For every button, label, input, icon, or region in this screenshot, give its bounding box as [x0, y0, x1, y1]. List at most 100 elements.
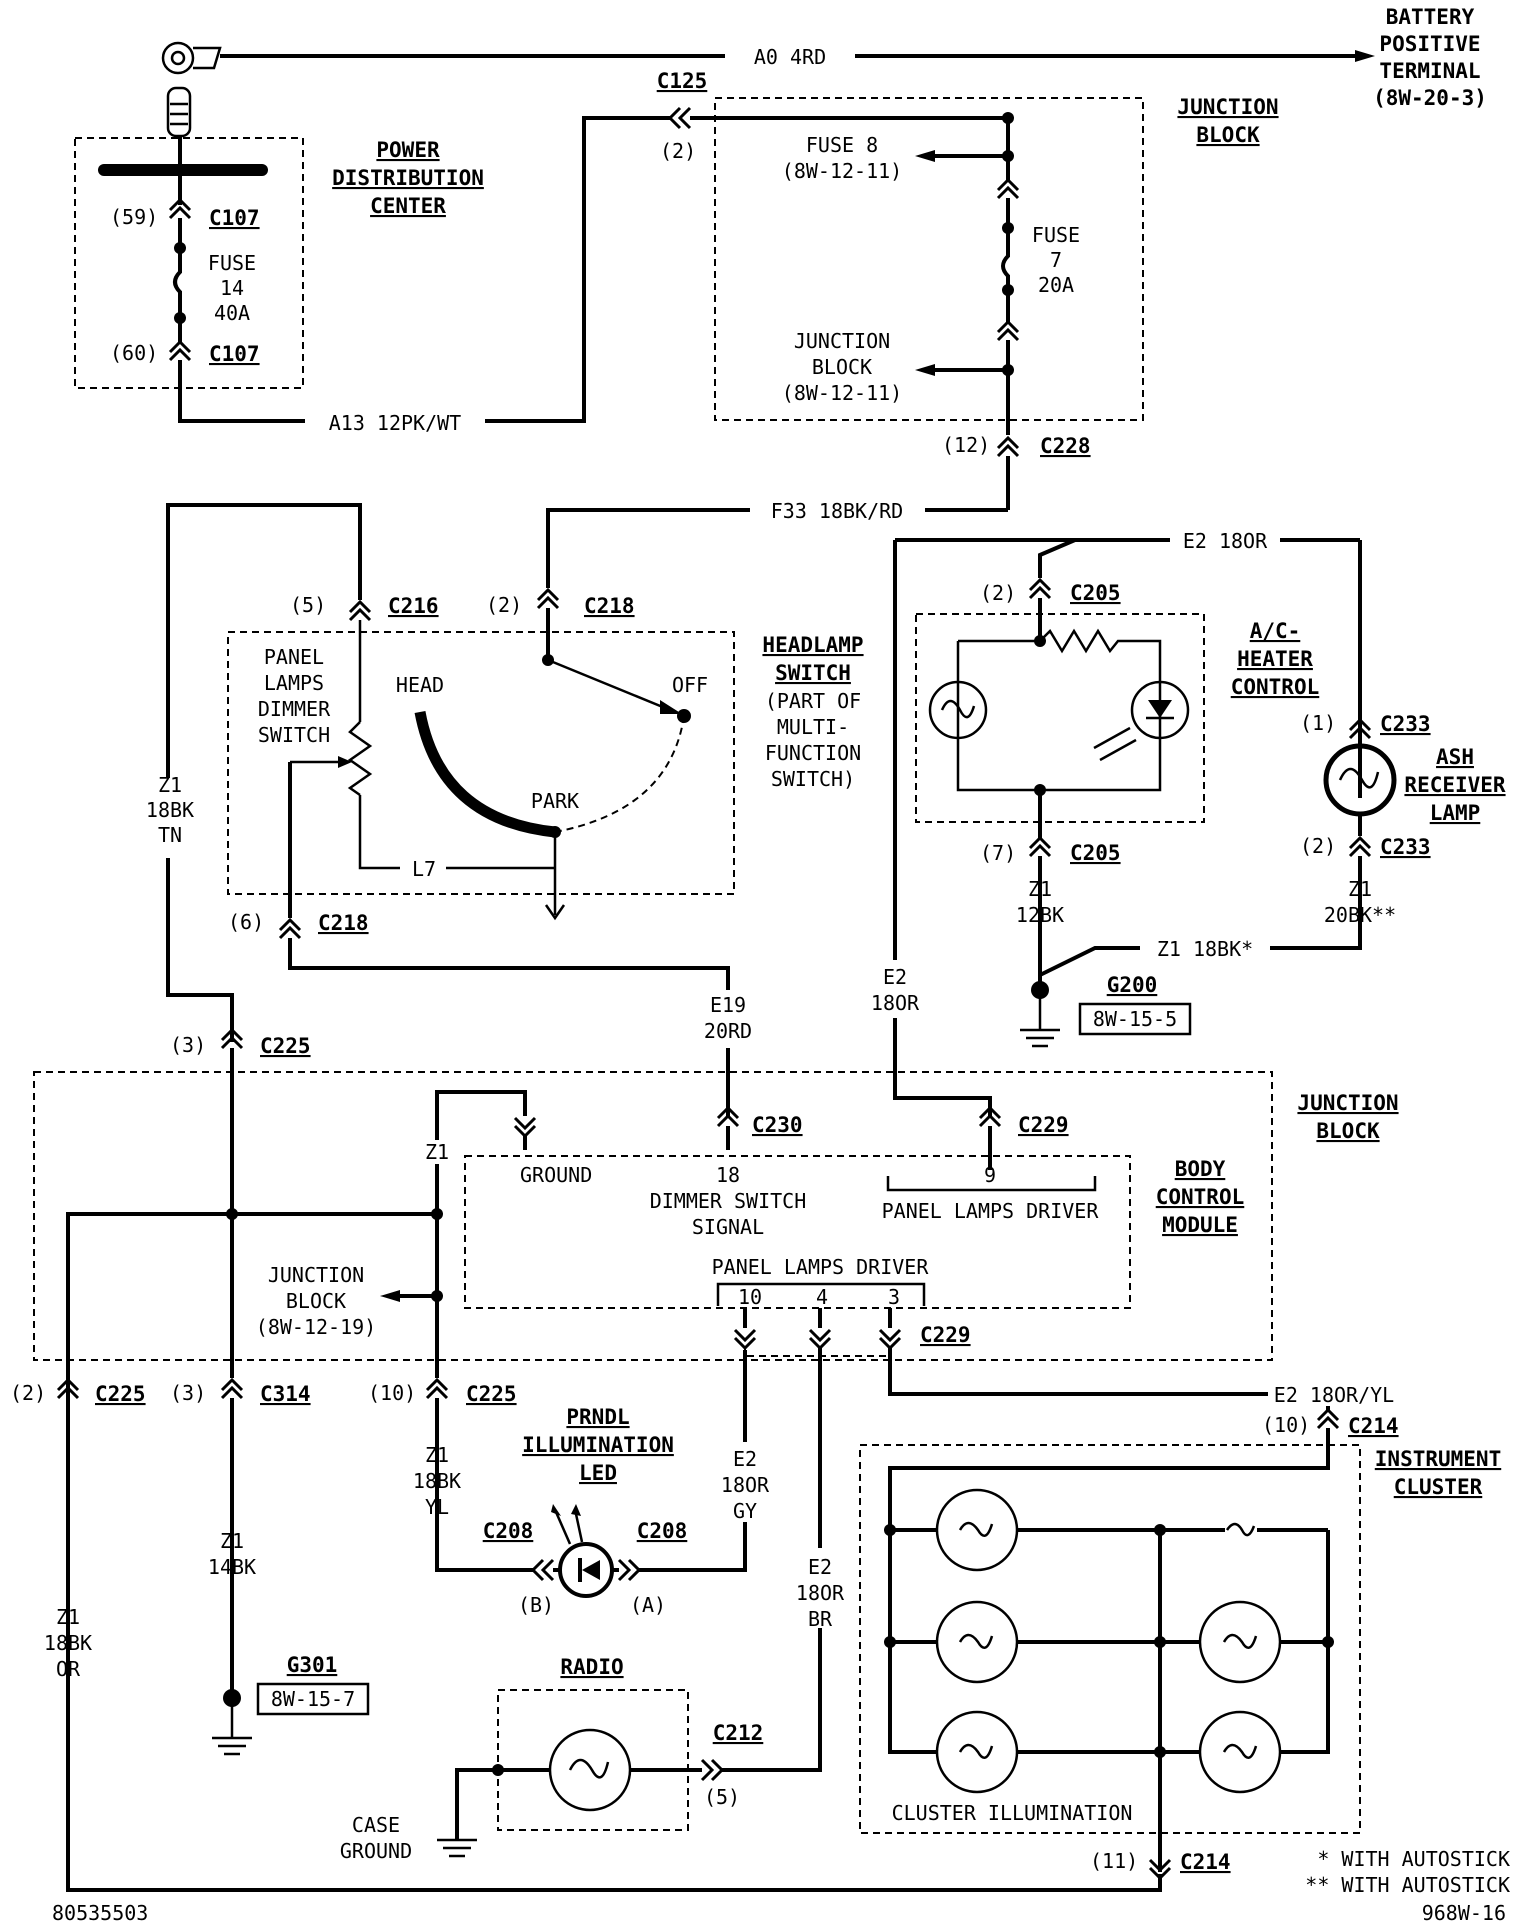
jb-top-ref-1: JUNCTION [794, 329, 890, 353]
pdc-title-1: POWER [376, 138, 440, 162]
c107-label-top: C107 [209, 206, 260, 230]
c233-pin-1: (1) [1300, 711, 1336, 735]
c205-pin-7: (7) [980, 841, 1016, 865]
battery-label-2: POSITIVE [1379, 32, 1480, 56]
wire-e2-br-3: BR [808, 1607, 833, 1631]
fuse7-rating: 20A [1038, 273, 1074, 297]
wire-z1-yl-2: 18BK [413, 1469, 461, 1493]
wire-e2-br-1: E2 [808, 1555, 832, 1579]
jb-bottom-title-1: JUNCTION [1297, 1091, 1398, 1115]
pdc-fuse-label: FUSE [208, 251, 256, 275]
cluster-title-1: INSTRUMENT [1375, 1447, 1501, 1471]
c218-label-top: C218 [584, 594, 635, 618]
c205-label-bottom: C205 [1070, 841, 1121, 865]
wire-e2-mid-2: 18OR [871, 991, 920, 1015]
c314-label: C314 [260, 1382, 311, 1406]
headlamp-switch-section: F33 18BK/RD (2) C218 HEAD OFF PARK (5) C… [140, 498, 1008, 1118]
wire-a0-label: A0 4RD [754, 45, 826, 69]
headlamp-sub-1: (PART OF [765, 689, 861, 713]
c225-label-right: C225 [466, 1382, 517, 1406]
c233-pin-2: (2) [1300, 834, 1336, 858]
bcm-dimmer-signal-2: SIGNAL [692, 1215, 764, 1239]
cluster-illumination-label: CLUSTER ILLUMINATION [892, 1801, 1133, 1825]
bcm-ground-label: GROUND [520, 1163, 592, 1187]
pdc-pin-59: (59) [110, 205, 158, 229]
c225-pin-10: (10) [368, 1381, 416, 1405]
wire-e19-2: 20RD [704, 1019, 752, 1043]
footer-right: 968W-16 [1422, 1901, 1506, 1922]
bcm-pin-10: 10 [738, 1285, 762, 1309]
c208-label-right: C208 [637, 1519, 688, 1543]
c216-pin: (5) [290, 593, 326, 617]
g200-ground: G200 8W-15-5 [1020, 973, 1192, 1048]
pdc-title-3: CENTER [370, 194, 446, 218]
c233-label-bottom: C233 [1380, 835, 1431, 859]
c216-label: C216 [388, 594, 439, 618]
c225-label-left: C225 [95, 1382, 146, 1406]
battery-label-1: BATTERY [1386, 5, 1475, 29]
c225-pin-2: (2) [10, 1381, 46, 1405]
bcm-panel-driver-2: PANEL LAMPS DRIVER [712, 1255, 930, 1279]
dimmer-label-3: DIMMER [258, 697, 331, 721]
headlamp-title-1: HEADLAMP [762, 633, 863, 657]
wire-z1-yl-1: Z1 [425, 1443, 449, 1467]
c218-pin-2: (2) [486, 593, 522, 617]
jb-top-title-2: BLOCK [1196, 123, 1260, 147]
junction-block-top: C125 (2) FUSE 8 (8W-12-11) FUSE 7 20A JU… [657, 69, 1279, 510]
battery-cable: A0 4RD BATTERY POSITIVE TERMINAL (8W-20-… [161, 5, 1487, 138]
wire-z1-label: Z1 [425, 1140, 449, 1164]
jb-bottom-ref-2: BLOCK [286, 1289, 346, 1313]
c205-label-top: C205 [1070, 581, 1121, 605]
lower-connectors: (2) C225 (3) C314 Z1 14BK Z1 18BK OR (10… [10, 1377, 1162, 1892]
bcm-dimmer-signal-1: DIMMER SWITCH [650, 1189, 807, 1213]
ash-title-1: ASH [1436, 745, 1474, 769]
jb-bottom-title-2: BLOCK [1316, 1119, 1380, 1143]
c212-pin: (5) [704, 1785, 740, 1809]
wire-l7-label: L7 [412, 857, 436, 881]
headlamp-sub-4: SWITCH) [771, 767, 855, 791]
wire-e2-br-2: 18OR [796, 1581, 845, 1605]
c314-pin: (3) [170, 1381, 206, 1405]
ash-receiver-lamp: (1) C233 (2) C233 Z1 18BK* Z1 20BK** ASH… [1039, 711, 1506, 977]
c205-pin-2: (2) [980, 581, 1016, 605]
jb-top-ref-2: BLOCK [812, 355, 872, 379]
fuse8-label: FUSE 8 [806, 133, 878, 157]
wire-z1-12bk-1: Z1 [1028, 877, 1052, 901]
ash-title-3: LAMP [1430, 801, 1481, 825]
battery-label-3: TERMINAL [1379, 59, 1480, 83]
bcm-panel-driver-1: PANEL LAMPS DRIVER [882, 1199, 1100, 1223]
ac-title-1: A/C- [1250, 619, 1301, 643]
note-2: ** WITH AUTOSTICK [1305, 1873, 1510, 1897]
wire-z1-14bk-2: 14BK [208, 1555, 256, 1579]
switch-head-label: HEAD [396, 673, 444, 697]
case-ground-2: GROUND [340, 1839, 412, 1863]
jb-bottom-ref-3: (8W-12-19) [256, 1315, 376, 1339]
c229-label-top: C229 [1018, 1113, 1069, 1137]
power-distribution-center: (59) C107 FUSE 14 40A (60) C107 POWER DI… [74, 116, 670, 435]
wire-e2-gy-1: E2 [733, 1447, 757, 1471]
wire-f33-label: F33 18BK/RD [771, 499, 903, 523]
jb-bottom-ref-1: JUNCTION [268, 1263, 364, 1287]
bcm-pin-3: 3 [888, 1285, 900, 1309]
wire-z1-12bk-2: 12BK [1016, 903, 1064, 927]
ac-heater-control: E2 18OR E2 18OR (2) C205 (7) C205 Z1 12B… [865, 528, 1362, 1118]
jb-top-title-1: JUNCTION [1177, 95, 1278, 119]
c218-pin-6: (6) [228, 910, 264, 934]
c214-pin-11: (11) [1090, 1849, 1138, 1873]
cluster-title-2: CLUSTER [1394, 1475, 1483, 1499]
junction-block-bottom: JUNCTION BLOCK (3) C225 JUNCTION BLOCK (… [33, 1027, 1399, 1538]
ash-title-2: RECEIVER [1404, 773, 1506, 797]
note-1: * WITH AUTOSTICK [1317, 1847, 1510, 1871]
wire-z1-14bk-1: Z1 [220, 1529, 244, 1553]
bcm-pin-9: 9 [984, 1163, 996, 1187]
bcm-title-3: MODULE [1162, 1213, 1238, 1237]
c208-pin-b: (B) [518, 1593, 554, 1617]
bcm-title-1: BODY [1175, 1157, 1226, 1181]
pdc-fuse-rating: 40A [214, 301, 250, 325]
g200-ref: 8W-15-5 [1093, 1007, 1177, 1031]
ac-title-2: HEATER [1237, 647, 1313, 671]
notes: * WITH AUTOSTICK ** WITH AUTOSTICK 80535… [52, 1847, 1510, 1922]
case-ground-1: CASE [352, 1813, 400, 1837]
c233-label-top: C233 [1380, 712, 1431, 736]
